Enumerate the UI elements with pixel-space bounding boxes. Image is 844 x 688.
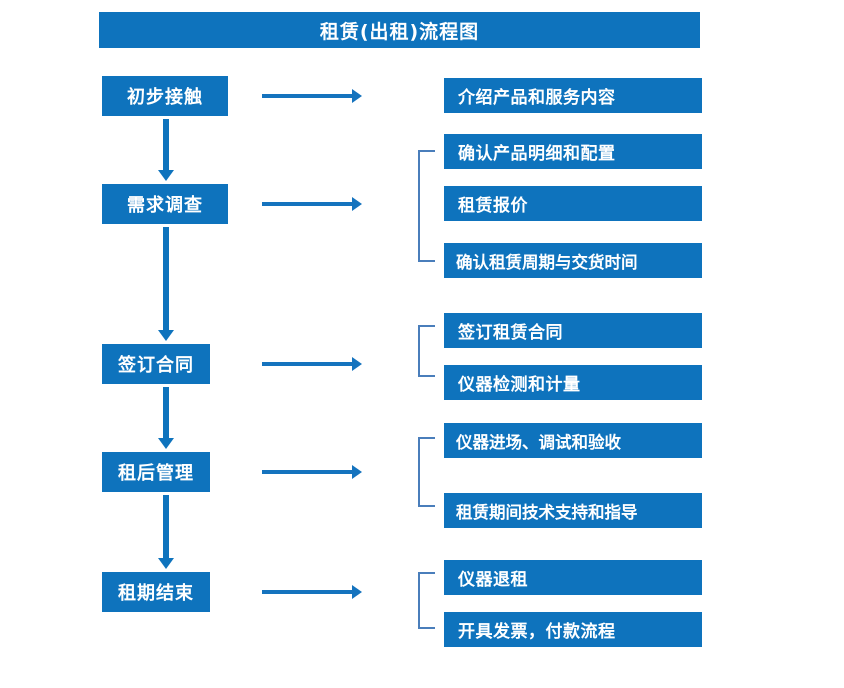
down-arrow-icon xyxy=(158,387,174,449)
page-title: 租赁(出租)流程图 xyxy=(99,12,700,48)
detail-box-zulinbaojia[interactable]: 租赁报价 xyxy=(444,186,702,221)
detail-box-yiqijinchang[interactable]: 仪器进场、调试和验收 xyxy=(444,423,702,458)
right-arrow-icon xyxy=(262,197,362,211)
stage-box-chubujiechu[interactable]: 初步接触 xyxy=(102,76,228,116)
detail-box-zulinqijianjishu[interactable]: 租赁期间技术支持和指导 xyxy=(444,493,702,528)
detail-box-querenzulinzhouqi[interactable]: 确认租赁周期与交货时间 xyxy=(444,243,702,278)
detail-box-jieshaochanpin[interactable]: 介绍产品和服务内容 xyxy=(444,78,702,113)
detail-box-yiqijianceheliliang[interactable]: 仪器检测和计量 xyxy=(444,365,702,400)
right-arrow-icon xyxy=(262,357,362,371)
detail-box-querenchanpinmingxi[interactable]: 确认产品明细和配置 xyxy=(444,134,702,169)
right-arrow-icon xyxy=(262,89,362,103)
down-arrow-icon xyxy=(158,227,174,341)
down-arrow-icon xyxy=(158,119,174,181)
group-bracket-icon xyxy=(418,572,435,629)
detail-box-kaijufapiao[interactable]: 开具发票，付款流程 xyxy=(444,612,702,647)
right-arrow-icon xyxy=(262,465,362,479)
group-bracket-icon xyxy=(418,325,435,377)
right-arrow-icon xyxy=(262,585,362,599)
detail-box-yiqituizu[interactable]: 仪器退租 xyxy=(444,560,702,595)
stage-box-zuqijieshu[interactable]: 租期结束 xyxy=(102,572,210,612)
group-bracket-icon xyxy=(418,437,435,507)
group-bracket-icon xyxy=(418,150,435,262)
down-arrow-icon xyxy=(158,495,174,569)
stage-box-xuqiudiaocha[interactable]: 需求调查 xyxy=(102,184,228,224)
stage-box-qiandinghetong[interactable]: 签订合同 xyxy=(102,344,210,384)
stage-box-zuhouguanli[interactable]: 租后管理 xyxy=(102,452,210,492)
detail-box-qiandingzulinhetong[interactable]: 签订租赁合同 xyxy=(444,313,702,348)
